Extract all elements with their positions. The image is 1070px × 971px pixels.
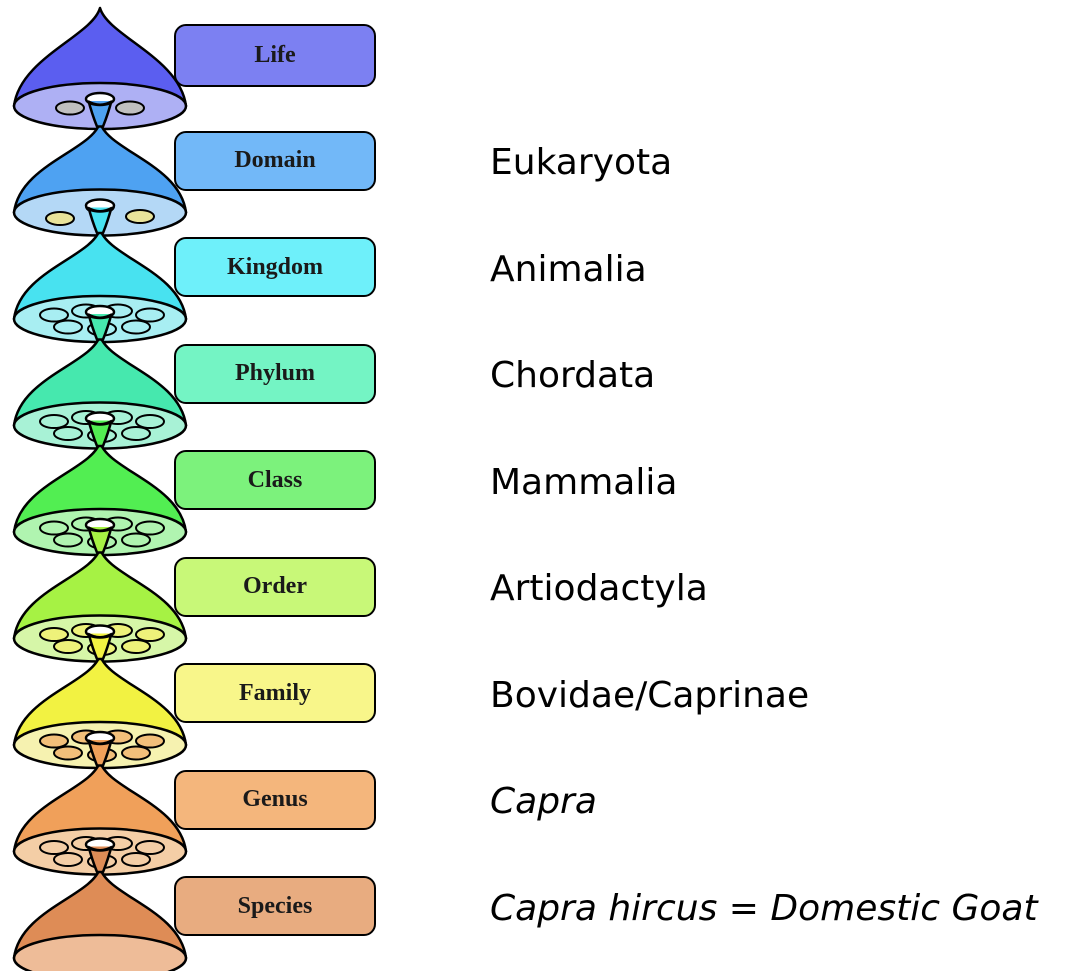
rank-label-species: Species [174,876,376,936]
bell-rim [14,935,186,971]
rim-hole [54,427,82,440]
rim-hole [136,841,164,854]
rim-hole [46,212,74,225]
rim-hole [40,628,68,641]
bell-tier-species [14,868,186,971]
rank-label-order: Order [174,557,376,617]
rank-label-kingdom: Kingdom [174,237,376,297]
rim-hole [40,309,68,322]
rim-hole [136,735,164,748]
taxon-name-family: Bovidae/Caprinae [490,665,809,725]
rim-hole [136,522,164,535]
rim-hole [122,427,150,440]
rank-label-phylum: Phylum [174,344,376,404]
rim-hole [116,102,144,115]
rim-hole [40,522,68,535]
rim-hole [54,747,82,760]
rim-hole [122,747,150,760]
rank-label-class: Class [174,450,376,510]
rim-hole [122,853,150,866]
rim-hole [122,321,150,334]
rim-hole [54,853,82,866]
taxon-name-kingdom: Animalia [490,239,647,299]
taxon-name-order: Artiodactyla [490,559,708,619]
rim-hole [136,309,164,322]
rank-label-life: Life [174,24,376,87]
taxon-name-domain: Eukaryota [490,133,672,193]
taxon-name-species: Capra hircus = Domestic Goat [490,878,1038,938]
rim-hole [122,640,150,653]
rim-hole [54,640,82,653]
rim-hole [54,321,82,334]
rim-hole [54,534,82,547]
rim-hole [56,102,84,115]
rim-hole [136,415,164,428]
rank-label-domain: Domain [174,131,376,191]
rim-hole [40,415,68,428]
rim-hole [40,735,68,748]
taxon-name-genus: Capra [490,772,597,832]
rim-hole [126,210,154,223]
taxon-name-class: Mammalia [490,452,677,512]
rank-label-genus: Genus [174,770,376,830]
rank-label-family: Family [174,663,376,723]
rim-hole [136,628,164,641]
taxon-name-phylum: Chordata [490,346,655,406]
rim-hole [40,841,68,854]
rim-hole [122,534,150,547]
